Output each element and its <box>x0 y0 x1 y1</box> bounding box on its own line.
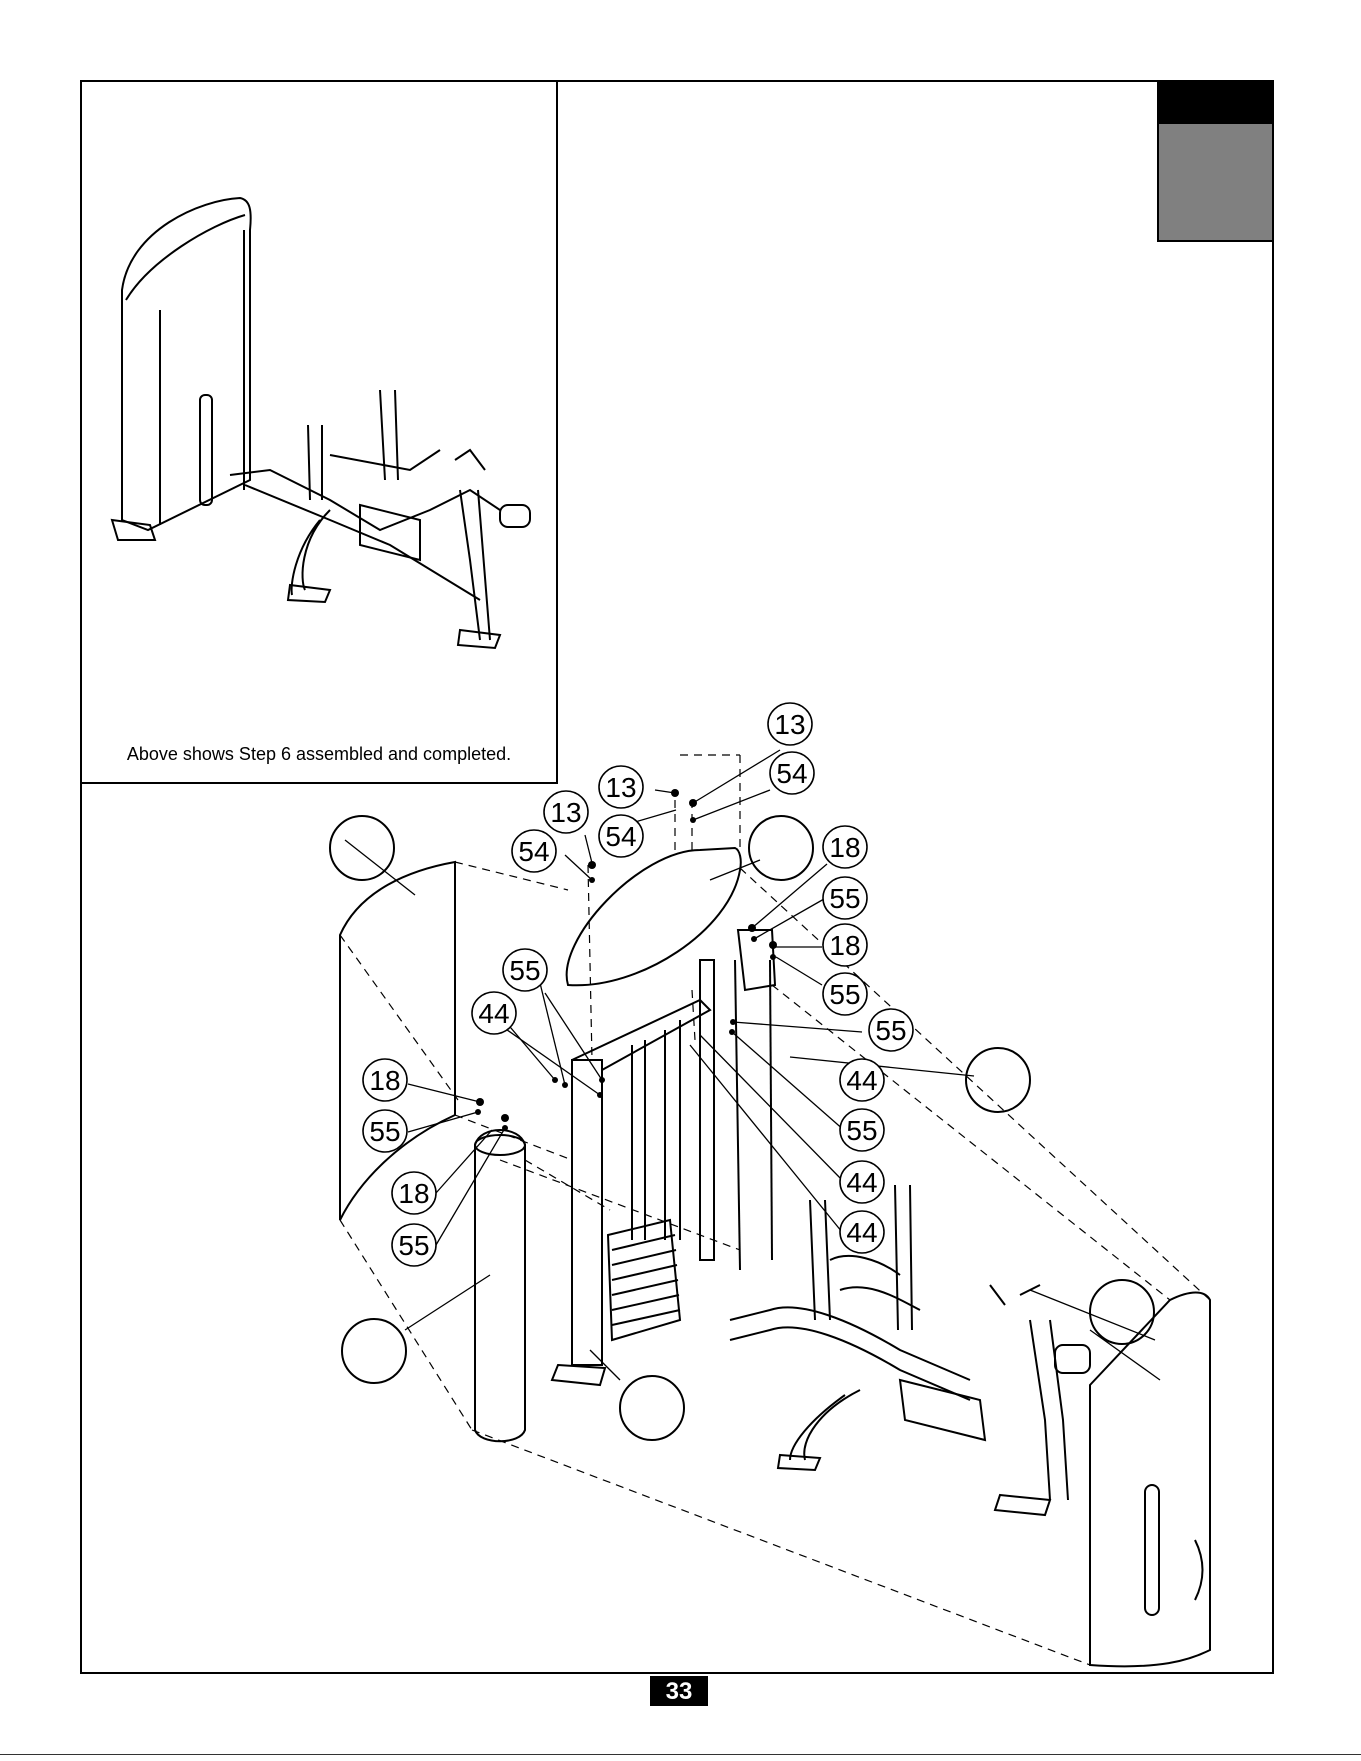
inset-machine-illustration <box>112 198 530 648</box>
seat-leg-assembly <box>730 1185 1090 1515</box>
callout-label: 18 <box>398 1178 429 1209</box>
callout-label: 13 <box>605 772 636 803</box>
callout-55: 55 <box>869 1009 913 1051</box>
callout-label: 18 <box>829 930 860 961</box>
callout-18: 18 <box>392 1172 436 1214</box>
callout-label: 55 <box>846 1115 877 1146</box>
callout-label: 54 <box>605 821 636 852</box>
callout-44: 44 <box>840 1059 884 1101</box>
callout-44: 44 <box>840 1161 884 1203</box>
page-number: 33 <box>650 1676 708 1706</box>
callout-label: 54 <box>776 758 807 789</box>
callout-label: 18 <box>369 1065 400 1096</box>
callout-label: 55 <box>509 955 540 986</box>
callout-13: 13 <box>768 703 812 745</box>
callout-18: 18 <box>823 924 867 966</box>
assembly-guide-lines <box>340 755 1210 1665</box>
callout-label: 44 <box>846 1065 877 1096</box>
callout-55: 55 <box>392 1224 436 1266</box>
callout-label: 55 <box>875 1015 906 1046</box>
callout-55: 55 <box>823 877 867 919</box>
callout-55: 55 <box>503 949 547 991</box>
callout-label: 18 <box>829 832 860 863</box>
callout-54: 54 <box>599 815 643 857</box>
right-shroud-panel <box>1090 1293 1210 1667</box>
callout-13: 13 <box>544 791 588 833</box>
callout-54: 54 <box>512 830 556 872</box>
callout-label: 13 <box>550 797 581 828</box>
callout-label: 55 <box>398 1230 429 1261</box>
callout-label: 44 <box>846 1167 877 1198</box>
callout-18: 18 <box>823 826 867 868</box>
empty-callout-bubbles <box>330 816 1154 1440</box>
callout-label: 54 <box>518 836 549 867</box>
callout-44: 44 <box>840 1211 884 1253</box>
front-cylinder-pad <box>475 1130 525 1441</box>
callout-13: 13 <box>599 766 643 808</box>
callout-label: 44 <box>846 1217 877 1248</box>
callout-label: 44 <box>478 998 509 1029</box>
callout-44: 44 <box>472 992 516 1034</box>
bottom-rule <box>0 1754 1361 1755</box>
callout-55: 55 <box>840 1109 884 1151</box>
left-shroud-panel <box>340 862 455 1220</box>
callout-label: 55 <box>369 1116 400 1147</box>
callout-label: 55 <box>829 979 860 1010</box>
callout-label: 13 <box>774 709 805 740</box>
inset-caption: Above shows Step 6 assembled and complet… <box>80 744 558 765</box>
callout-label: 55 <box>829 883 860 914</box>
callout-55: 55 <box>363 1110 407 1152</box>
callout-18: 18 <box>363 1059 407 1101</box>
callout-55: 55 <box>823 973 867 1015</box>
callout-54: 54 <box>770 752 814 794</box>
